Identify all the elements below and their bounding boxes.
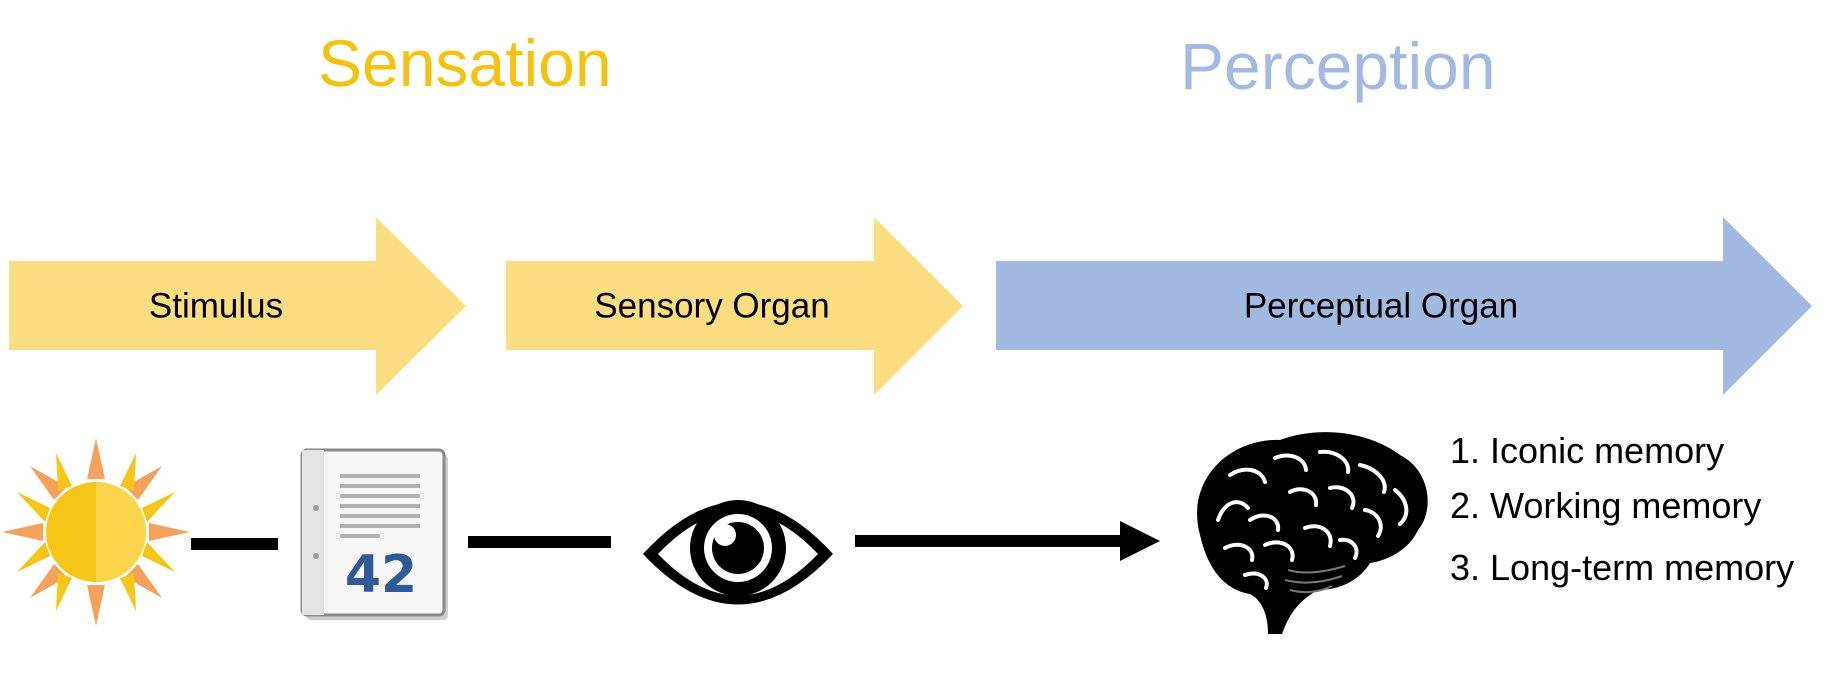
document-icon: 42 (300, 448, 448, 620)
memory-item-working: 2. Working memory (1450, 485, 1762, 526)
brain-icon (1197, 432, 1428, 634)
stimulus-arrow (9, 217, 466, 395)
document-number: 42 (345, 545, 417, 605)
perception-heading: Perception (1180, 29, 1496, 103)
sensory-organ-arrow (506, 217, 963, 395)
sun-icon (2, 438, 190, 626)
perceptual-organ-arrow (996, 217, 1812, 395)
arrow-label-sensory-organ: Sensory Organ (594, 286, 830, 326)
memory-item-iconic: 1. Iconic memory (1450, 430, 1725, 471)
connector-eye-brain-arrow (855, 521, 1160, 561)
eye-icon (643, 500, 833, 605)
connector-document-eye (468, 536, 611, 548)
memory-item-long-term: 3. Long-term memory (1450, 547, 1795, 588)
arrow-label-stimulus: Stimulus (148, 286, 284, 326)
arrow-label-perceptual-organ: Perceptual Organ (1243, 286, 1519, 326)
sensation-heading: Sensation (318, 26, 612, 100)
connector-sun-document (191, 538, 278, 550)
